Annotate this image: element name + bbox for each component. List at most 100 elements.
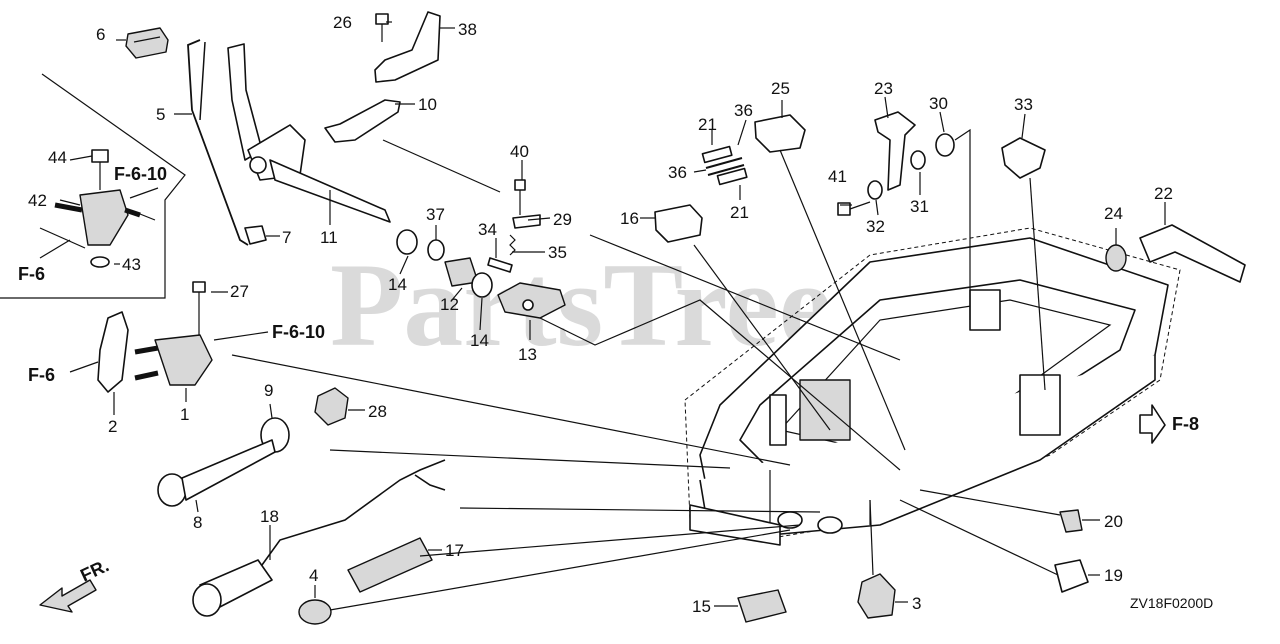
part-19-clip: [1054, 559, 1089, 593]
part-2-lever: [97, 311, 129, 393]
callout-labels: 6 5 7 11 26 38 10 40 29 37 34 35 14 12 1…: [28, 13, 1173, 616]
callout-41: 41: [828, 167, 847, 186]
cover-boss: [799, 379, 851, 441]
callout-27: 27: [230, 282, 249, 301]
ref-f6-10-inset: F-6-10: [114, 164, 167, 184]
callout-19: 19: [1104, 566, 1123, 585]
part-42-fuel-cock: [54, 149, 141, 268]
part-31-washer: [910, 150, 926, 170]
part-40-bolt: [514, 179, 526, 215]
callout-3: 3: [912, 594, 921, 613]
callout-16: 16: [620, 209, 639, 228]
part-15-pad: [737, 589, 787, 623]
part-7-clip: [244, 225, 267, 245]
ref-f6: F-6: [28, 365, 55, 385]
part-41-bolt: [837, 201, 871, 216]
part-33-bracket: [1001, 137, 1046, 179]
callout-26: 26: [333, 13, 352, 32]
callout-9: 9: [264, 381, 273, 400]
callout-43: 43: [122, 255, 141, 274]
part-21-pins: [701, 145, 748, 186]
callout-13: 13: [518, 345, 537, 364]
callout-1: 1: [180, 405, 189, 424]
callout-38: 38: [458, 20, 477, 39]
callout-8: 8: [193, 513, 202, 532]
callout-5: 5: [156, 105, 165, 124]
callout-30: 30: [929, 94, 948, 113]
part-23-bracket: [874, 111, 916, 191]
callout-20: 20: [1104, 512, 1123, 531]
watermark: PartsTree: [330, 238, 832, 371]
part-16-grommet: [654, 204, 703, 243]
part-37-washer: [427, 239, 445, 261]
part-22-bracket: [1139, 224, 1246, 283]
part-24-bushing: [1105, 244, 1127, 272]
direction-label: FR.: [77, 555, 112, 585]
callout-21b: 21: [730, 203, 749, 222]
callout-22: 22: [1154, 184, 1173, 203]
part-5-rod: [187, 39, 249, 246]
callout-10: 10: [418, 95, 437, 114]
callout-6: 6: [96, 25, 105, 44]
part-3-clamp: [857, 573, 896, 619]
callout-15: 15: [692, 597, 711, 616]
part-25-clamp: [754, 114, 806, 153]
callout-14b: 14: [470, 331, 489, 350]
part-30-washer: [935, 133, 955, 157]
part-1-fuel-cock: [154, 334, 213, 386]
callout-4: 4: [309, 566, 318, 585]
callout-33: 33: [1014, 95, 1033, 114]
part-38-bracket: [374, 11, 441, 83]
callout-44: 44: [48, 148, 67, 167]
callout-40: 40: [510, 142, 529, 161]
part-32-washer: [867, 180, 883, 200]
callout-14a: 14: [388, 275, 407, 294]
callout-28: 28: [368, 402, 387, 421]
part-18-grip: [192, 459, 446, 617]
callout-34: 34: [478, 220, 497, 239]
callout-24: 24: [1104, 204, 1123, 223]
part-6-grommet: [125, 27, 169, 59]
part-14b-bushing: [471, 272, 493, 298]
part-8-knob-rod: [157, 439, 276, 507]
callout-7: 7: [282, 228, 291, 247]
diagram-code: ZV18F0200D: [1130, 595, 1213, 611]
callout-17: 17: [445, 541, 464, 560]
callout-37: 37: [426, 205, 445, 224]
part-28-nut: [314, 387, 349, 426]
callout-11: 11: [320, 228, 338, 247]
callout-31: 31: [910, 197, 929, 216]
lower-cover-casting: [684, 227, 1181, 546]
callout-36a: 36: [668, 163, 687, 182]
direction-arrow: FR.: [39, 555, 112, 613]
callout-18: 18: [260, 507, 279, 526]
callout-32: 32: [866, 217, 885, 236]
callout-23: 23: [874, 79, 893, 98]
ref-f6-10: F-6-10: [272, 322, 325, 342]
part-10-arm: [324, 99, 401, 143]
inset-boundary: [0, 73, 186, 299]
ref-f8: F-8: [1172, 414, 1199, 434]
part-29-clip: [512, 214, 541, 229]
callout-25: 25: [771, 79, 790, 98]
part-4-plug: [298, 599, 332, 625]
callout-12: 12: [440, 295, 459, 314]
callout-29: 29: [553, 210, 572, 229]
callout-42: 42: [28, 191, 47, 210]
ref-f6-inset: F-6: [18, 264, 45, 284]
callout-21a: 21: [698, 115, 717, 134]
part-26-bolt: [375, 13, 389, 42]
leader-lines: [39, 21, 1166, 611]
part-17-spring: [347, 537, 433, 593]
part-20-clip: [1059, 509, 1083, 533]
callout-2: 2: [108, 417, 117, 436]
f8-arrow: [1139, 404, 1166, 444]
part-34-pin: [487, 257, 513, 273]
callout-36b: 36: [734, 101, 753, 120]
reference-labels: F-6-10 F-6 F-6-10 F-6 F-8: [18, 164, 1199, 434]
callout-35: 35: [548, 243, 567, 262]
part-43-washer: [90, 256, 110, 268]
part-14a-bushing: [396, 229, 418, 255]
